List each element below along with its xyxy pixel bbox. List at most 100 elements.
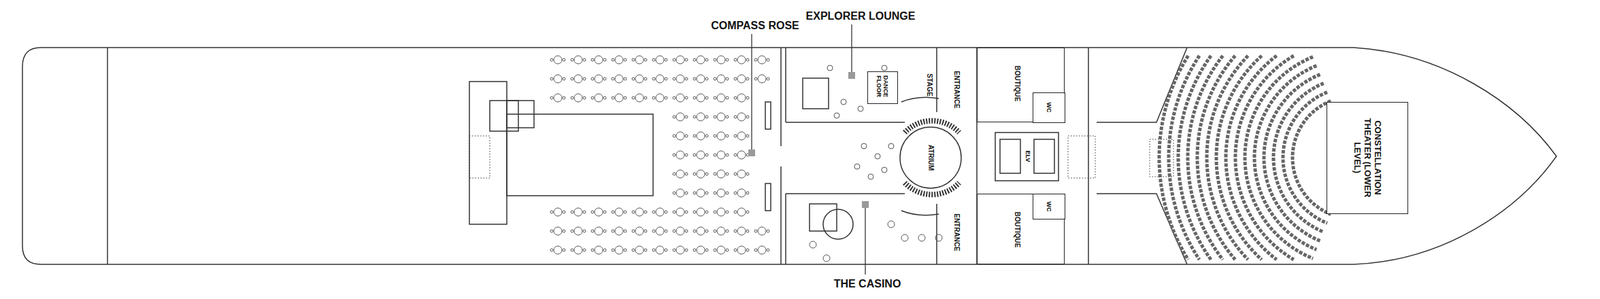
- dining-table: [696, 227, 705, 236]
- chair: [664, 210, 668, 214]
- callout-label: COMPASS ROSE: [710, 19, 800, 32]
- chair: [603, 229, 607, 233]
- chair: [623, 229, 627, 233]
- chair: [652, 58, 656, 62]
- chair: [705, 58, 709, 62]
- dining-table: [676, 112, 685, 122]
- chair: [550, 77, 554, 81]
- chair: [685, 229, 688, 233]
- chair: [562, 96, 566, 100]
- chair: [652, 210, 656, 214]
- dining-table: [574, 55, 583, 64]
- chair: [570, 96, 574, 100]
- chair: [631, 210, 635, 214]
- chair: [591, 229, 594, 233]
- chair: [582, 210, 586, 214]
- chair: [713, 153, 717, 157]
- leader-marker: [748, 149, 756, 157]
- area-label: STAGE: [925, 73, 934, 97]
- elevator-shaft: [1034, 139, 1055, 174]
- seat-row: [1216, 55, 1262, 260]
- chair: [693, 153, 696, 157]
- lounge-seat: [840, 99, 847, 105]
- chair: [734, 172, 737, 176]
- dining-table: [553, 55, 562, 64]
- chair: [685, 153, 688, 157]
- dining-table: [614, 208, 624, 217]
- chair: [644, 229, 647, 233]
- chair: [693, 58, 696, 62]
- dining-table: [676, 93, 685, 103]
- chair: [685, 115, 688, 119]
- chair: [603, 77, 607, 81]
- wall: [785, 193, 905, 195]
- chair: [582, 96, 586, 100]
- chair: [591, 96, 594, 100]
- wall: [785, 47, 787, 123]
- dining-table: [553, 246, 562, 255]
- dining-table: [655, 246, 664, 255]
- chair: [623, 96, 627, 100]
- chair: [685, 248, 688, 252]
- dining-table: [655, 227, 664, 236]
- lounge-seat: [888, 143, 894, 149]
- lounge-seat: [854, 163, 860, 170]
- dining-table: [737, 189, 746, 198]
- chair: [734, 58, 737, 62]
- chair: [664, 96, 668, 100]
- chair: [766, 77, 770, 81]
- chair: [570, 248, 574, 252]
- chair: [746, 96, 749, 100]
- chair: [623, 210, 627, 214]
- dining-table: [696, 208, 705, 217]
- room-name: WC: [1044, 102, 1052, 113]
- dining-table: [717, 227, 726, 236]
- chair: [725, 248, 729, 252]
- wall: [1087, 47, 1090, 265]
- chair: [705, 134, 709, 138]
- dining-table: [635, 74, 644, 83]
- chair: [644, 248, 647, 252]
- chair: [644, 210, 647, 214]
- dining-table: [655, 208, 664, 217]
- chair: [603, 96, 607, 100]
- chair: [652, 96, 656, 100]
- dining-table: [717, 93, 726, 103]
- dining-table: [737, 74, 746, 83]
- chair: [766, 58, 770, 62]
- roulette-table: [823, 209, 854, 240]
- dining-table: [737, 112, 746, 122]
- chair: [672, 248, 676, 252]
- chair: [582, 229, 586, 233]
- chair: [734, 229, 737, 233]
- dining-table: [553, 93, 562, 103]
- chair: [734, 134, 737, 138]
- stairs: [469, 136, 490, 179]
- chair: [644, 77, 647, 81]
- area-label: ENTRANCE: [953, 213, 961, 252]
- dining-table: [594, 93, 603, 103]
- room-name: DANCE FLOOR: [875, 72, 890, 100]
- chair: [672, 191, 676, 195]
- area-label: ELV: [1023, 151, 1031, 163]
- dining-table: [696, 170, 705, 179]
- elevator: [995, 132, 1059, 181]
- chair: [611, 58, 615, 62]
- restroom-box: WC: [1032, 92, 1066, 124]
- chair: [591, 58, 594, 62]
- chair: [705, 248, 709, 252]
- gaming-table: [809, 241, 817, 249]
- chair: [652, 77, 656, 81]
- chair: [766, 248, 770, 252]
- dining-table: [717, 131, 726, 141]
- gaming-table: [823, 255, 830, 262]
- chair: [591, 248, 594, 252]
- shop-box: BOUTIQUEWC: [976, 47, 1065, 123]
- leader-line: [751, 34, 752, 150]
- seat-row: [1244, 57, 1313, 260]
- dining-table: [594, 246, 603, 255]
- atrium: [900, 127, 962, 189]
- leader-line: [864, 208, 866, 275]
- dining-table: [553, 227, 562, 236]
- dining-table: [737, 208, 746, 217]
